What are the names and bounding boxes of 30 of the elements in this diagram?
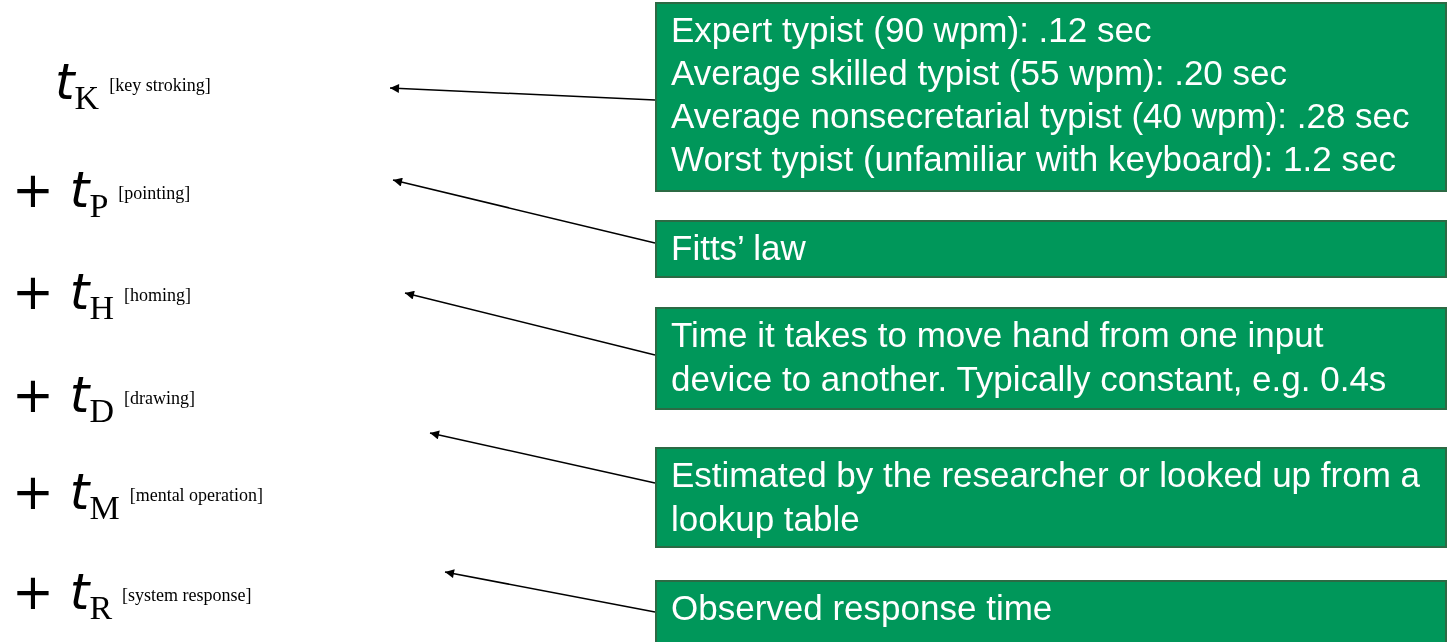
term-description: [system response] xyxy=(122,585,252,606)
note-text: Expert typist (90 wpm): .12 sec xyxy=(671,9,1153,51)
formula-term: + t$_{M}$ xyxy=(12,462,120,522)
note-text: Estimated by the researcher or looked up from a lookup table xyxy=(671,454,1421,540)
note-box xyxy=(655,220,1447,278)
term-description: [drawing] xyxy=(123,388,195,409)
note-box xyxy=(655,2,1447,192)
note-text: Average skilled typist (55 wpm): .20 sec xyxy=(671,52,1288,94)
note-text: Fitts’ law xyxy=(671,227,807,269)
arrow xyxy=(392,177,656,244)
arrow xyxy=(389,83,656,101)
note-text: Average nonsecretarial typist (40 wpm): .28 sec xyxy=(671,95,1411,137)
arrow xyxy=(444,569,656,613)
note-text: Observed response time xyxy=(671,587,1054,629)
formula-term: + t$_{H}$ xyxy=(12,262,114,322)
formula-term: + t$_{R}$ xyxy=(12,562,113,622)
term-description: [mental operation] xyxy=(129,485,264,506)
note-text: Time it takes to move hand from one input device to another. Typically constant, e.g. 0.4s xyxy=(671,314,1388,400)
note-box xyxy=(655,447,1447,548)
term-description: [homing] xyxy=(123,285,191,306)
note-box xyxy=(655,580,1447,642)
formula-term: + t$_{P}$ xyxy=(12,160,109,220)
arrow xyxy=(404,290,656,356)
note-box xyxy=(655,307,1447,410)
formula-term: + t$_{D}$ xyxy=(12,365,114,425)
note-text: Worst typist (unfamiliar with keyboard): 1.2 sec xyxy=(671,138,1397,180)
term-description: [key stroking] xyxy=(109,75,211,96)
formula-term: t$_{K}$ xyxy=(55,52,100,112)
term-description: [pointing] xyxy=(118,183,191,204)
arrow xyxy=(429,430,656,484)
